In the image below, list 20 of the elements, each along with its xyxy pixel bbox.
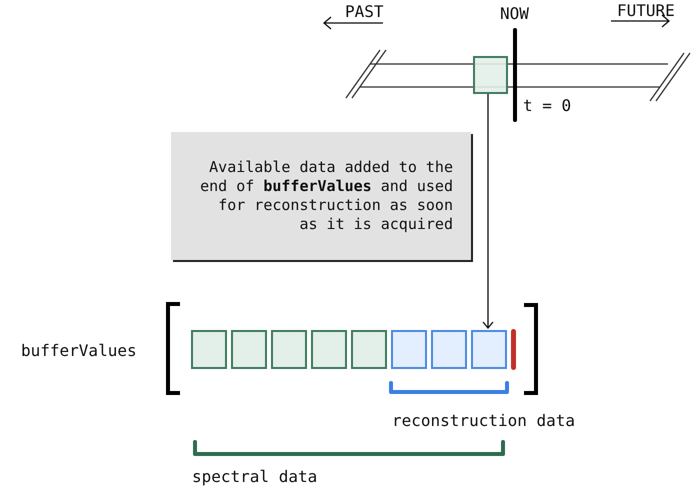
arrow: [482, 94, 494, 329]
time-label: t = 0: [523, 96, 572, 116]
range-label: reconstruction data: [392, 411, 576, 431]
buffer-cell: [391, 330, 427, 369]
past-label: PAST: [345, 2, 384, 22]
sample-square: [473, 56, 508, 94]
buffer-cell: [231, 330, 267, 369]
note-box: [171, 132, 471, 260]
now-label: NOW: [500, 4, 529, 24]
end-marker-bar: [511, 329, 516, 370]
note-text: Available data added to the end of bufferValues and used for reconstruction as soon as it is acquired: [199, 158, 453, 234]
buffer-cell: [271, 330, 307, 369]
buffer-cell: [431, 330, 467, 369]
buffer-cell: [311, 330, 347, 369]
buffer-name: bufferValues: [21, 341, 137, 361]
buffer-cell: [351, 330, 387, 369]
buffer-cell: [471, 330, 507, 369]
future-label: FUTURE: [617, 1, 675, 21]
buffer-cell: [191, 330, 227, 369]
range-label: spectral data: [192, 467, 318, 487]
